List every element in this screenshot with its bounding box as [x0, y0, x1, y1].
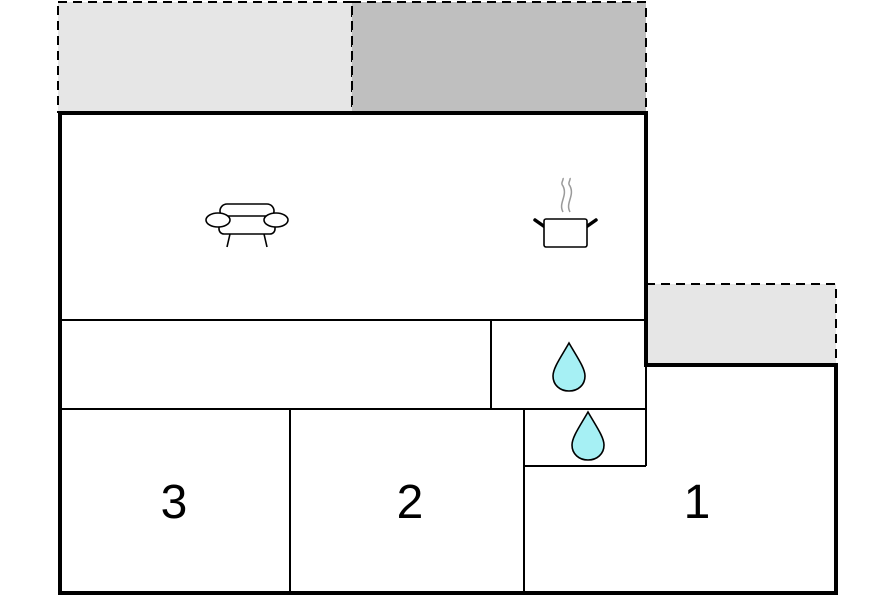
interior-walls: [60, 319, 647, 593]
bedroom-label: 3: [161, 476, 188, 529]
bedroom-label: 2: [397, 476, 424, 529]
water-drop-icon: [571, 410, 605, 461]
bedroom-label: 1: [684, 476, 711, 529]
water-drop-icon: [552, 341, 586, 392]
terrace-left: [57, 1, 353, 113]
exterior-walls: [58, 111, 838, 595]
sofa-icon: [205, 203, 289, 248]
cooking-pot-icon: [533, 177, 598, 248]
terrace-side: [645, 283, 837, 365]
terrace-right: [351, 1, 647, 113]
